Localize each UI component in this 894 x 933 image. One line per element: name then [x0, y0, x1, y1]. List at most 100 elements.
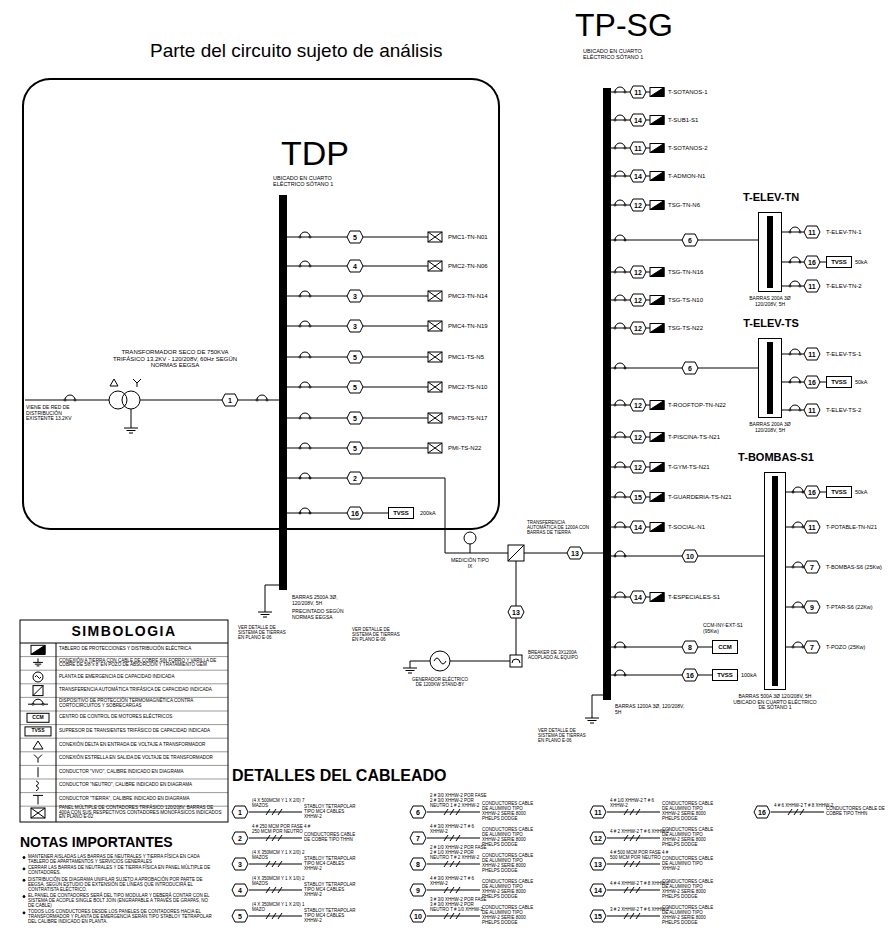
- load-label: T-POZO (25Kw): [826, 644, 865, 650]
- cable-symbol: [607, 812, 660, 813]
- callout-number: 10: [686, 553, 694, 560]
- cable-tick: [278, 913, 282, 919]
- ground-symbol: [124, 428, 138, 429]
- panel-symbol: [650, 144, 664, 153]
- live-conductor-symbol: [38, 767, 39, 777]
- legend-text: CONEXIÓN A TIERRA CON CABLE DE COBRE SIN…: [59, 657, 225, 671]
- callout-number: 7: [810, 644, 814, 651]
- meter-panel-symbol: [428, 382, 442, 392]
- panel-label: T-GYM-TS-N21: [668, 464, 710, 471]
- panel-symbol-fill: [650, 144, 664, 153]
- cable-type: CONDUCTORES CABLE DE ALUMINIO TIPO XHHW-…: [662, 802, 718, 822]
- generator-symbol: [430, 651, 450, 671]
- cable-tick: [636, 887, 640, 893]
- cable-tick: [266, 913, 270, 919]
- cable-callout: 6: [416, 809, 420, 816]
- cable-tick: [444, 913, 448, 919]
- callout-number: 16: [808, 259, 816, 266]
- cable-callout: 5: [238, 913, 242, 920]
- cable-tick: [450, 809, 454, 815]
- cable-spec: 4 # 3/0 XHHW-2 T # 6 XHHW-2: [430, 877, 490, 887]
- callout-hexagon: [410, 884, 426, 896]
- meter-panel-label: PMC1-TN-N01: [448, 234, 488, 241]
- ground-lead: [131, 409, 132, 428]
- breaker-symbol: [300, 321, 310, 326]
- breaker-contact: [256, 399, 258, 401]
- cable-callout: 1: [238, 809, 242, 816]
- breaker-symbol: [300, 443, 310, 448]
- cable-symbol: [249, 864, 302, 865]
- panel-label: T-SOTANOS-2: [668, 145, 708, 152]
- breaker-contact: [614, 404, 616, 406]
- ground-conductor-symbol: [33, 795, 43, 804]
- cable-tick: [444, 809, 448, 815]
- panel-symbol-fill: [650, 268, 664, 277]
- load-label: T-ELEV-TN-2: [826, 283, 862, 290]
- breaker-contact: [309, 295, 311, 297]
- legend-frame: [20, 620, 228, 822]
- rating-label: 100kA: [741, 672, 757, 678]
- callout-hexagon: [590, 858, 606, 870]
- meter-panel-symbol: [428, 352, 442, 362]
- cable-spec: (4 X 350MCM Y 1 X 2/0) 1 MAZO: [252, 903, 312, 913]
- legend-rule: [56, 643, 57, 822]
- cable-symbol: [427, 838, 480, 839]
- symbol-text: TVSS: [831, 379, 847, 385]
- breaker-symbol: [615, 200, 625, 205]
- breaker-contact: [614, 147, 616, 149]
- breaker-symbol: [615, 522, 625, 527]
- callout-number: 12: [634, 464, 642, 471]
- breaker-contact: [792, 526, 794, 528]
- legend-text: SUPRESOR DE TRANSIENTES TRIFÁSICO DE CAP…: [59, 725, 225, 739]
- note-bullet: [23, 868, 25, 870]
- transformer-label: TRANSFORMADOR SECO DE 750KVA TRIFÁSICO 1…: [110, 349, 240, 369]
- breaker-symbol: [615, 400, 625, 405]
- legend-text: CONEXIÓN ESTRELLA EN SALIDA DE VOLTAJE D…: [59, 752, 225, 766]
- callout-hexagon: [682, 550, 698, 562]
- callout-number: 12: [634, 202, 642, 209]
- callout-hexagon: [590, 884, 606, 896]
- cable-type: CONDUCTORES CABLE DE ALUMINIO TIPO XHHW-…: [482, 906, 538, 926]
- breaker-symbol: [793, 562, 803, 567]
- tvss-box: TVSS: [388, 507, 414, 519]
- cable-tick: [624, 809, 628, 815]
- callout-hexagon: [630, 399, 646, 411]
- panel-label: T-SOTANOS-1: [668, 89, 708, 96]
- callout-hexagon: [410, 910, 426, 922]
- load-label: T-PTAR-S6 (22Kw): [826, 604, 873, 610]
- grounding-note: VER DETALLE DE SISTEMA DE TIERRAS EN PLA…: [538, 729, 588, 744]
- load-label: T-BOMBAS-S6 (25Kw): [826, 564, 882, 570]
- breaker-contact: [299, 417, 301, 419]
- legend-title: SIMBOLOGIA: [71, 624, 176, 639]
- callout-number: 5: [353, 445, 357, 452]
- generator-label: GENERADOR ELÉCTRICO DE 1200KW STAND-BY: [411, 678, 469, 688]
- breaker-contact: [624, 526, 626, 528]
- breaker-symbol: [790, 257, 800, 262]
- sub-panel: T-BOMBAS-S1: [764, 472, 786, 690]
- transfer-label: TRANSFERENCIA AUTOMÁTICA DE 1200A CON BA…: [527, 521, 589, 536]
- legend-text: CONDUCTOR "VIVO", CALIBRE INDICADO EN DI…: [59, 765, 225, 779]
- symbol-text: TVSS: [393, 510, 409, 516]
- callout-hexagon: [804, 376, 820, 388]
- cable-symbol: [771, 812, 824, 813]
- breaker-symbol: [615, 235, 625, 240]
- callout-hexagon: [630, 431, 646, 443]
- cable-spec: (4 X 350MCM Y 1 X 2/0) 2 MAZOS: [252, 851, 312, 861]
- cable-spec: 4 # 1/0 XHHW-2 T # 6 XHHW-2: [610, 799, 670, 809]
- callout-hexagon: [590, 832, 606, 844]
- ccm-symbol: [27, 713, 49, 722]
- panel-symbol: [650, 401, 664, 410]
- cable-tick: [278, 861, 282, 867]
- ground-symbol: [408, 673, 412, 674]
- cable-tick: [636, 861, 640, 867]
- notes-title: NOTAS IMPORTANTES: [20, 835, 173, 850]
- breaker-contact: [624, 496, 626, 498]
- breaker-contact: [64, 399, 66, 401]
- callout-hexagon: [347, 351, 363, 363]
- seal-note: PRECINTADO SEGÚN NORMAS EEGSA: [292, 609, 356, 620]
- cable-tick: [444, 887, 448, 893]
- callout-number: 8: [688, 644, 692, 651]
- callout-number: 14: [634, 594, 642, 601]
